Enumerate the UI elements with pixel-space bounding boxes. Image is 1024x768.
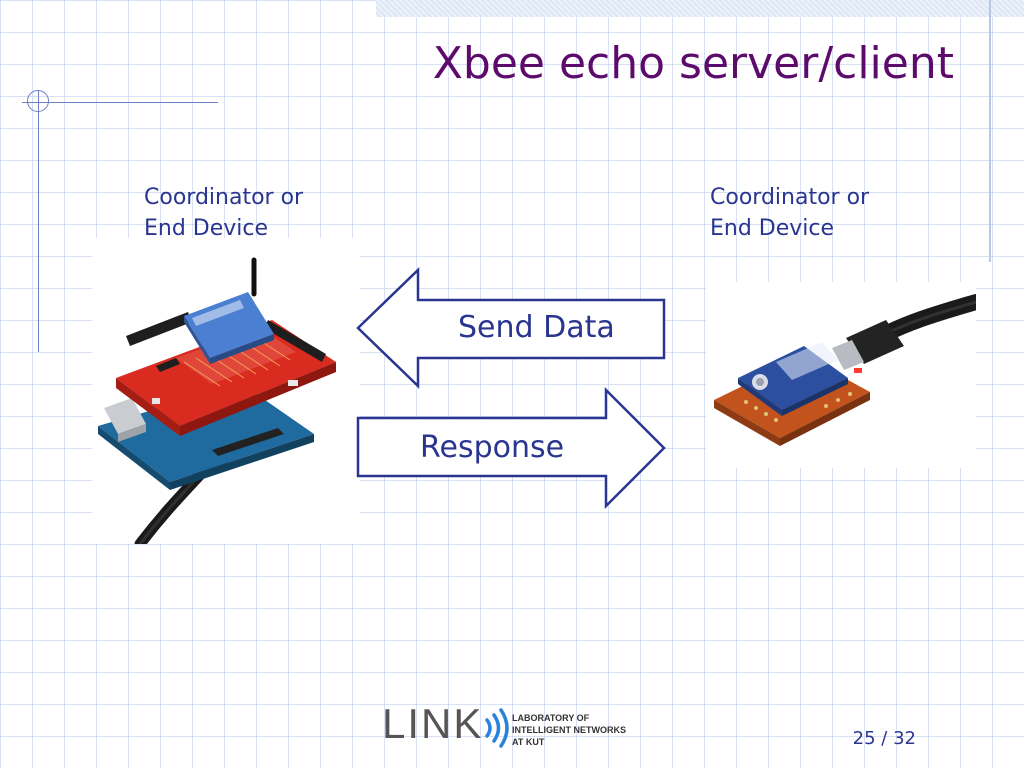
arduino-xbee-shield-photo — [92, 238, 360, 544]
wireless-signal-icon — [485, 708, 509, 748]
page-total: 32 — [893, 728, 916, 749]
xbee-usb-explorer-photo — [706, 282, 976, 468]
logo-subtitle-line1: LABORATORY OF — [512, 713, 590, 723]
decorative-vertical-line-right — [989, 0, 991, 262]
logo-subtitle-line2: INTELLIGENT NETWORKS — [512, 725, 626, 735]
send-data-label: Send Data — [458, 310, 615, 345]
send-data-arrow — [356, 267, 666, 389]
logo-subtitle-line3: AT KUT — [512, 737, 545, 747]
header-band — [376, 0, 1024, 17]
response-label: Response — [420, 430, 565, 465]
link-lab-logo: LINK LABORATORY OF INTELLIGENT NETWORKS … — [380, 700, 652, 756]
page-current: 25 — [852, 728, 876, 749]
left-device-label-line1: Coordinator or — [144, 185, 304, 210]
response-arrow — [356, 386, 666, 510]
data-flow-arrows — [356, 267, 666, 510]
page-separator: / — [881, 728, 888, 749]
left-device-label-line2: End Device — [144, 216, 269, 241]
logo-subtitle: LABORATORY OF INTELLIGENT NETWORKS AT KU… — [512, 712, 626, 748]
page-number: 25 / 32 — [853, 728, 916, 749]
right-device-label: Coordinator or End Device — [710, 182, 869, 244]
left-device-label: Coordinator or End Device — [144, 182, 303, 244]
decorative-horizontal-line — [22, 102, 218, 103]
slide-title: Xbee echo server/client — [432, 38, 954, 89]
logo-wordmark: LINK — [382, 700, 484, 747]
decorative-vertical-line-left — [38, 90, 39, 352]
right-device-label-line2: End Device — [710, 216, 835, 241]
decorative-crosshair-circle — [27, 90, 49, 112]
right-device-label-line1: Coordinator or — [710, 185, 870, 210]
